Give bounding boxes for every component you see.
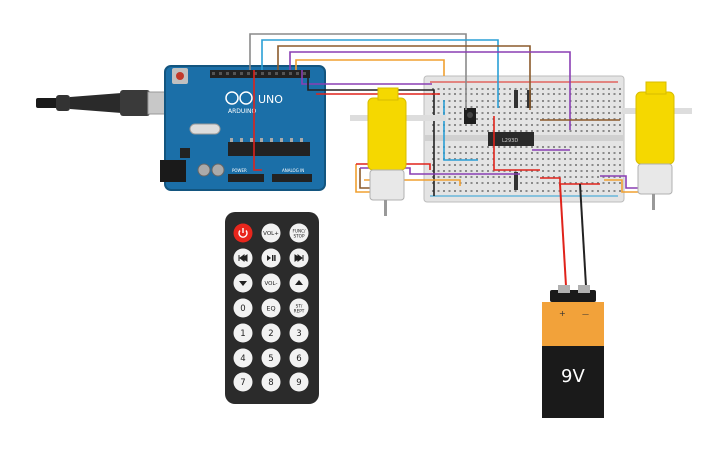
remote-button-label: 0 — [240, 304, 245, 314]
up-icon — [295, 280, 303, 285]
remote-button-1[interactable]: 1 — [233, 323, 253, 343]
battery-9v: + — 9V — [542, 285, 604, 418]
remote-button-func-stop[interactable]: FUNC/STOP — [289, 223, 309, 243]
remote-button-5[interactable]: 5 — [261, 348, 281, 368]
remote-button-eq[interactable]: EQ — [261, 298, 281, 318]
remote-button-shape — [233, 298, 253, 318]
remote-button-vol[interactable]: VOL- — [261, 273, 281, 293]
remote-button-label: EQ — [266, 304, 275, 312]
remote-button-shape — [289, 348, 309, 368]
right-motor — [622, 81, 692, 210]
remote-button-shape — [233, 372, 253, 392]
remote-button-4[interactable]: 4 — [233, 348, 253, 368]
remote-button-label: 2 — [268, 329, 273, 339]
digital-pins — [212, 72, 306, 75]
remote-button-st-rept[interactable]: ST/REPT — [289, 298, 309, 318]
remote-button-label: 5 — [268, 354, 273, 364]
remote-button-shape — [261, 298, 281, 318]
power-jack[interactable] — [160, 160, 186, 182]
remote-button-0[interactable]: 0 — [233, 298, 253, 318]
reset-button[interactable] — [176, 72, 184, 80]
remote-button-label: VOL- — [265, 281, 278, 287]
crystal — [189, 123, 221, 135]
remote-button-label: 3 — [296, 329, 301, 339]
remote-button-shape — [233, 323, 253, 343]
arduino-model: UNO — [258, 93, 283, 106]
remote-button-6[interactable]: 6 — [289, 348, 309, 368]
remote-button-label: REPT — [294, 309, 305, 314]
chip-label: L293D — [502, 138, 518, 144]
power-header-label: POWER — [232, 168, 247, 173]
analog-header-label: ANALOG IN — [282, 168, 304, 173]
remote-button-play-pause[interactable] — [261, 248, 281, 268]
down-icon — [239, 281, 247, 286]
remote-button-label: 7 — [240, 378, 245, 388]
remote-button-shape — [289, 223, 309, 243]
remote-button-shape — [261, 348, 281, 368]
remote-button-prev[interactable] — [233, 248, 253, 268]
remote-button-next[interactable] — [289, 248, 309, 268]
left-motor — [350, 87, 446, 216]
remote-button-label: 8 — [268, 378, 273, 388]
remote-button-8[interactable]: 8 — [261, 372, 281, 392]
arduino-brand: ARDUINO — [228, 108, 257, 115]
power-icon — [238, 228, 248, 238]
arduino-logo: ARDUINO UNO — [225, 91, 283, 115]
remote-button-label: 4 — [240, 354, 245, 364]
battery-label: 9V — [561, 366, 585, 387]
remote-button-3[interactable]: 3 — [289, 323, 309, 343]
remote-button-up[interactable] — [289, 273, 309, 293]
remote-button-9[interactable]: 9 — [289, 372, 309, 392]
remote-button-label: VOL+ — [263, 231, 279, 237]
remote-button-shape — [261, 223, 281, 243]
remote-button-shape — [261, 323, 281, 343]
prev-icon — [238, 254, 248, 262]
remote-button-label: FUNC/ — [293, 229, 307, 234]
remote-button-shape — [261, 273, 281, 293]
battery-minus: — — [582, 310, 589, 318]
remote-buttons: VOL+ FUNC/STOP VOL- 0 EQ ST/REPT 1 2 3 4 5 6 7 8 9 — [233, 223, 309, 392]
battery-plus: + — [559, 309, 566, 318]
breadboard[interactable]: L293D — [423, 75, 625, 203]
atmega-chip — [228, 142, 310, 156]
arduino-board[interactable]: ARDUINO UNO POWER ANALOG IN — [160, 65, 326, 191]
remote-button-shape — [289, 323, 309, 343]
play-pause-icon — [267, 255, 276, 261]
l293d-chip — [488, 132, 534, 146]
remote-button-vol[interactable]: VOL+ — [261, 223, 281, 243]
next-icon — [294, 254, 304, 262]
remote-button-down[interactable] — [233, 273, 253, 293]
remote-button-power[interactable] — [233, 223, 253, 243]
remote-button-shape — [289, 372, 309, 392]
remote-button-label: 9 — [296, 378, 301, 388]
remote-button-2[interactable]: 2 — [261, 323, 281, 343]
usb-cable — [36, 90, 169, 116]
ir-remote: VOL+ FUNC/STOP VOL- 0 EQ ST/REPT 1 2 3 4 5 6 7 8 9 — [225, 212, 319, 404]
remote-button-shape — [289, 298, 309, 318]
wires — [249, 33, 640, 287]
remote-button-label: 1 — [240, 329, 245, 339]
remote-button-shape — [233, 348, 253, 368]
remote-button-label: STOP — [293, 234, 305, 239]
remote-button-label: ST/ — [296, 304, 303, 309]
remote-button-label: 6 — [296, 354, 301, 364]
remote-button-shape — [261, 372, 281, 392]
remote-button-7[interactable]: 7 — [233, 372, 253, 392]
